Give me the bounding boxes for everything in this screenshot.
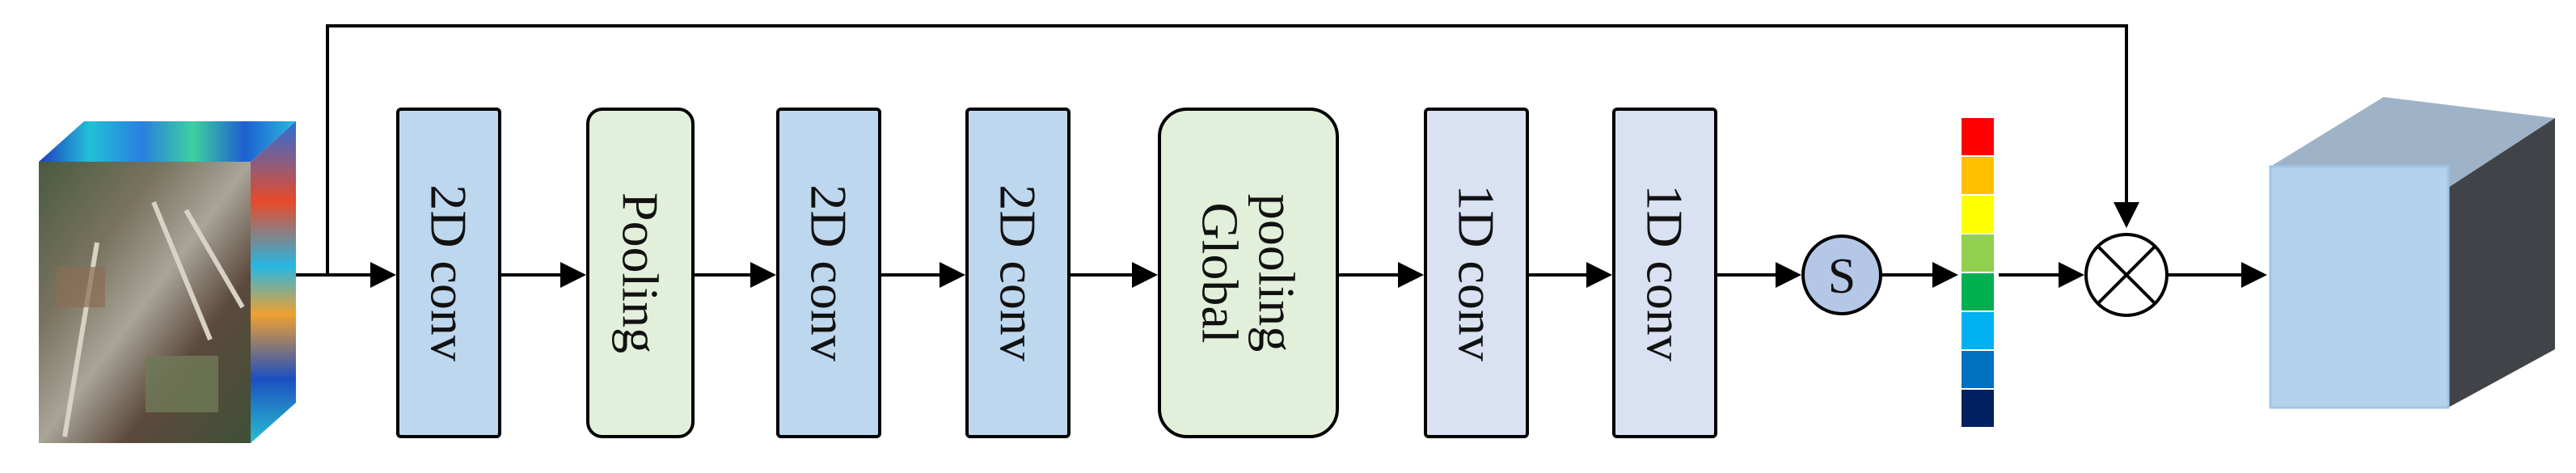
output-cube-front — [2269, 165, 2450, 409]
output-cube-side — [2448, 118, 2555, 408]
block-conv1d-2: 1D conv — [1612, 108, 1717, 438]
sigmoid-label: S — [1828, 249, 1856, 304]
block-conv2d-1-label: 2D conv — [420, 184, 478, 361]
block-conv2d-3-box — [965, 108, 1071, 438]
input-cube-patch — [57, 267, 105, 307]
input-cube-top — [39, 121, 296, 162]
block-conv1d-1: 1D conv — [1424, 108, 1529, 438]
input-cube-field — [146, 356, 218, 412]
weight-bar-segment-4 — [1962, 234, 1994, 272]
block-conv2d-3-label: 2D conv — [990, 184, 1047, 361]
block-pooling: Pooling — [586, 108, 695, 438]
block-conv1d-2-box — [1612, 108, 1717, 438]
weight-bar-segment-8 — [1962, 390, 1994, 427]
weight-bar-segment-3 — [1962, 196, 1994, 233]
output-cube — [2269, 97, 2555, 409]
block-global-pooling-label-1: Global — [1192, 202, 1249, 343]
output-cube-top — [2270, 97, 2555, 188]
weight-bar-segment-5 — [1962, 273, 1994, 310]
sigmoid-circle — [1801, 234, 1882, 315]
channel-weight-bar — [1962, 118, 1994, 427]
block-conv1d-1-label: 1D conv — [1448, 184, 1505, 361]
block-conv1d-1-box — [1424, 108, 1529, 438]
weight-bar-segment-6 — [1962, 312, 1994, 349]
block-global-pooling-box — [1158, 108, 1339, 438]
block-pooling-box — [586, 108, 695, 438]
block-conv2d-1: 2D conv — [396, 108, 501, 438]
skip-connection-line — [326, 24, 2139, 275]
weight-bar-segment-2 — [1962, 157, 1994, 194]
weight-bar-segment-1 — [1962, 118, 1994, 155]
input-hsi-cube — [39, 121, 296, 443]
block-pooling-label: Pooling — [612, 192, 669, 353]
block-conv2d-2-box — [776, 108, 881, 438]
block-conv1d-2-label: 1D conv — [1636, 184, 1694, 361]
multiply-cross-b — [2097, 245, 2156, 305]
block-global-pooling-label-2: pooling — [1248, 194, 1306, 353]
input-cube-side — [251, 121, 296, 443]
block-conv2d-1-box — [396, 108, 501, 438]
weight-bar-segment-7 — [1962, 351, 1994, 388]
block-conv2d-2: 2D conv — [776, 108, 881, 438]
block-conv2d-3: 2D conv — [965, 108, 1071, 438]
multiply-node — [2084, 233, 2168, 317]
sigmoid-node: S — [1801, 234, 1882, 315]
block-conv2d-2-label: 2D conv — [800, 184, 858, 361]
